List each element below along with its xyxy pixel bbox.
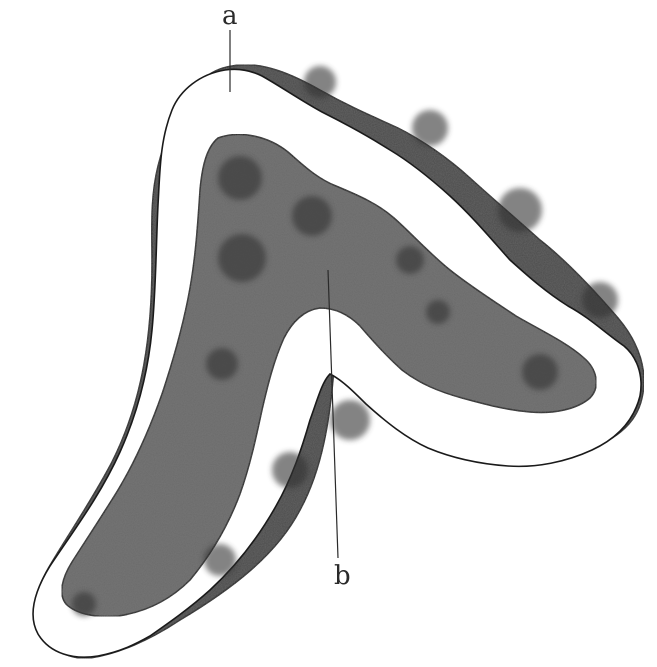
spot (218, 234, 266, 282)
spot (304, 66, 336, 98)
spot (426, 300, 450, 324)
spot (522, 354, 558, 390)
label-b: b (334, 561, 351, 591)
label-a: a (222, 1, 238, 31)
spot (292, 196, 332, 236)
spot (72, 592, 96, 616)
spot (498, 188, 542, 232)
spot (396, 246, 424, 274)
spot (582, 282, 618, 318)
spot (218, 156, 262, 200)
spot (412, 110, 448, 146)
spot (206, 348, 238, 380)
spot (204, 544, 236, 576)
spot (272, 452, 308, 488)
spot (330, 400, 370, 440)
